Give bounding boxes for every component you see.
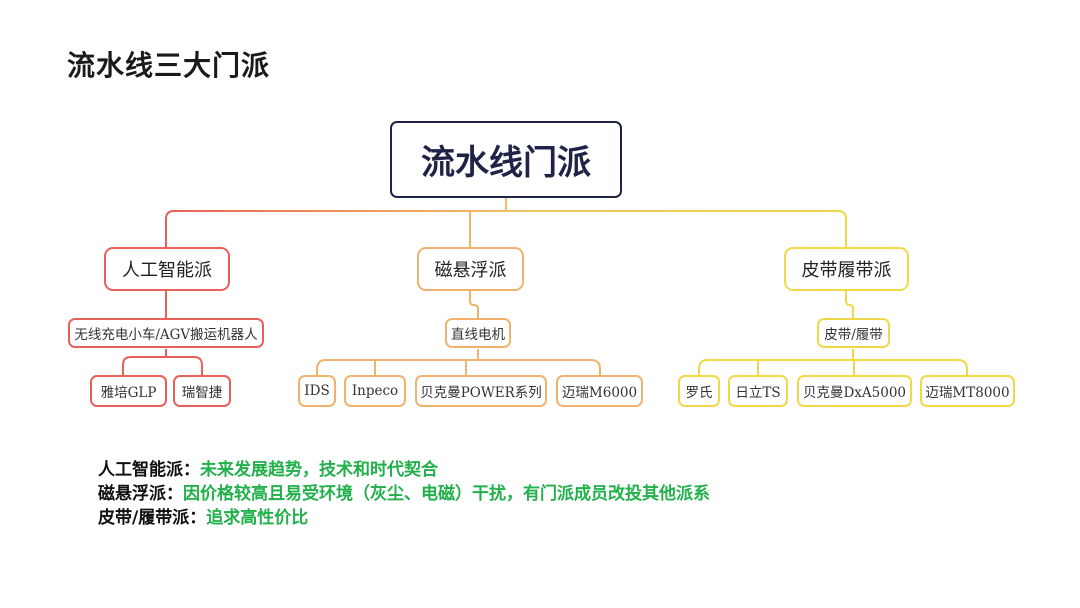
connector-orange-leaves	[316, 349, 601, 375]
note-line: 皮带/履带派：追求高性价比	[98, 506, 710, 530]
note-text: 未来发展趋势，技术和时代契合	[200, 460, 438, 480]
note-text: 因价格较高且易受环境（灰尘、电磁）干扰，有门派成员改投其他派系	[183, 484, 710, 504]
connector-red-leaves	[122, 349, 203, 375]
note-label: 皮带/履带派：	[98, 508, 207, 528]
leaf-belt-2: 日立TS	[728, 375, 788, 407]
connector-top-bus	[165, 210, 847, 247]
connector-orange-sub	[469, 291, 479, 318]
leaf-maglev-1: IDS	[298, 375, 336, 407]
note-line: 磁悬浮派：因价格较高且易受环境（灰尘、电磁）干扰，有门派成员改投其他派系	[98, 482, 710, 506]
connector-yellow-sub	[845, 291, 854, 318]
note-line: 人工智能派：未来发展趋势，技术和时代契合	[98, 458, 710, 482]
leaf-belt-3: 贝克曼DxA5000	[797, 375, 912, 407]
sub-ai: 无线充电小车/AGV搬运机器人	[68, 318, 264, 348]
page-title: 流水线三大门派	[67, 49, 271, 82]
branch-maglev: 磁悬浮派	[417, 247, 524, 291]
root-node: 流水线门派	[390, 121, 622, 198]
leaf-maglev-3: 贝克曼POWER系列	[415, 375, 547, 407]
branch-ai: 人工智能派	[104, 247, 230, 291]
note-label: 人工智能派：	[98, 460, 200, 480]
note-label: 磁悬浮派：	[98, 484, 183, 504]
leaf-ai-2: 瑞智捷	[173, 375, 231, 407]
branch-belt: 皮带履带派	[784, 247, 909, 291]
note-text: 追求高性价比	[206, 508, 309, 528]
leaf-maglev-2: Inpeco	[344, 375, 406, 407]
leaf-belt-1: 罗氏	[678, 375, 720, 407]
connector-yellow-leaves	[698, 349, 968, 375]
leaf-maglev-4: 迈瑞M6000	[556, 375, 643, 407]
sub-belt: 皮带/履带	[817, 318, 890, 348]
leaf-ai-1: 雅培GLP	[90, 375, 167, 407]
notes: 人工智能派：未来发展趋势，技术和时代契合 磁悬浮派：因价格较高且易受环境（灰尘、…	[98, 458, 710, 530]
sub-maglev: 直线电机	[445, 318, 511, 348]
leaf-belt-4: 迈瑞MT8000	[920, 375, 1015, 407]
